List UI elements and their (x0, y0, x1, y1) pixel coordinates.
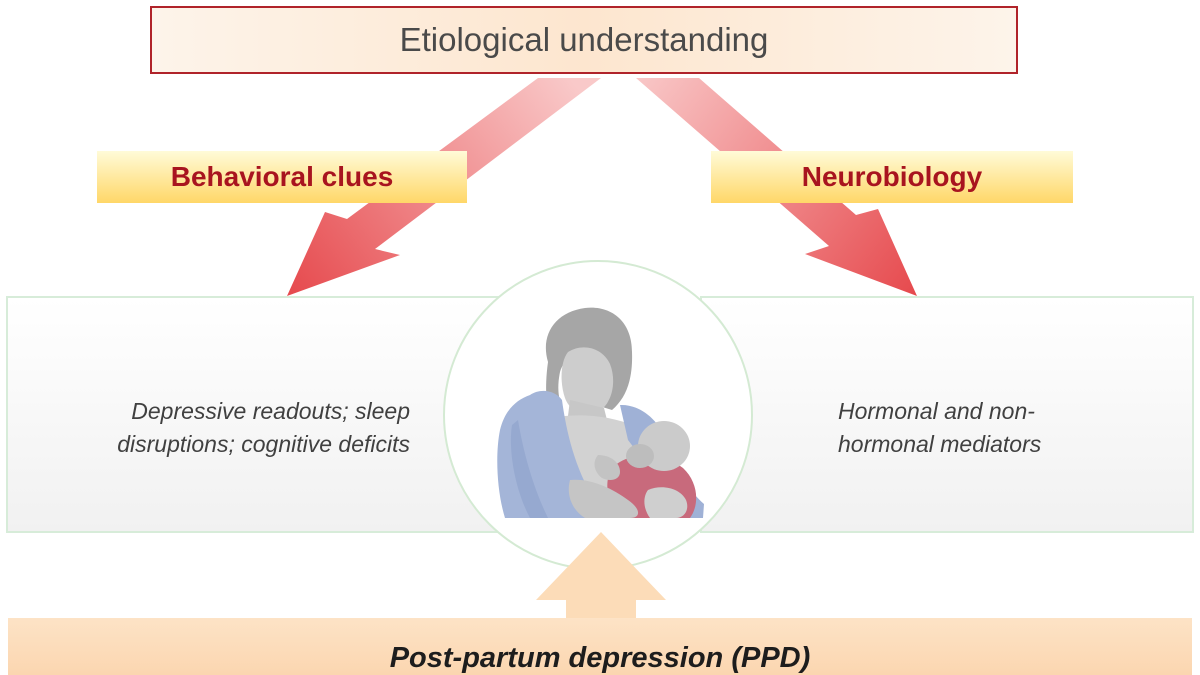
ppd-band: Post-partum depression (PPD) (8, 618, 1192, 675)
behavioral-description-line: disruptions; cognitive deficits (117, 431, 410, 457)
neurobiology-description-line: hormonal mediators (838, 431, 1042, 457)
behavioral-panel (6, 296, 506, 533)
mother-arm (568, 479, 639, 518)
ppd-label: Post-partum depression (PPD) (389, 642, 811, 674)
behavioral-clues-box: Behavioral clues (97, 151, 467, 203)
neurobiology-description: Hormonal and non- hormonal mediators (838, 395, 1168, 461)
behavioral-description-line: Depressive readouts; sleep (131, 398, 410, 424)
mother-face (561, 347, 614, 415)
baby-arm (594, 455, 620, 480)
up-arrow (536, 532, 666, 620)
mother-top-shade (510, 420, 548, 518)
neurobiology-panel (700, 296, 1194, 533)
neurobiology-label: Neurobiology (801, 161, 983, 192)
behavioral-clues-label: Behavioral clues (170, 161, 394, 192)
title-text: Etiological understanding (399, 21, 769, 58)
neurobiology-description-line: Hormonal and non- (838, 398, 1035, 424)
behavioral-description: Depressive readouts; sleep disruptions; … (60, 395, 410, 461)
baby-face (626, 444, 654, 468)
title-box: Etiological understanding (150, 6, 1018, 74)
neurobiology-box: Neurobiology (711, 151, 1073, 203)
mother-hand (644, 487, 688, 518)
